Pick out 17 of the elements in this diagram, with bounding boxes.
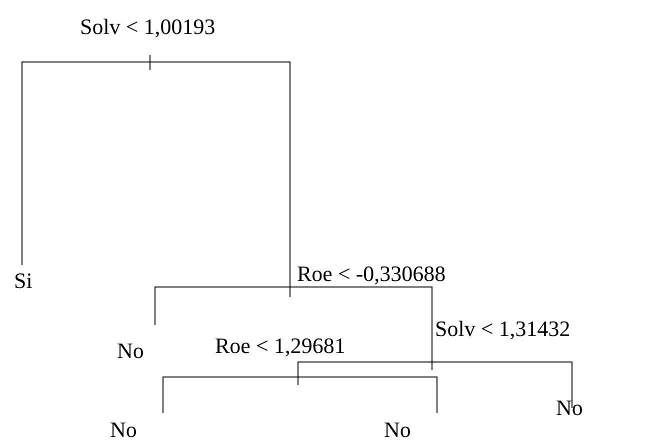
split-condition: Roe < 1,29681 (215, 333, 346, 359)
tree-branch (298, 362, 432, 382)
leaf-class: No (117, 338, 144, 364)
leaf-class: Si (14, 268, 32, 294)
split-condition: Solv < 1,00193 (80, 14, 216, 40)
tree-branch (298, 376, 438, 414)
tree-branch (162, 376, 298, 414)
tree-branch (150, 62, 290, 298)
split-condition: Solv < 1,31432 (435, 316, 570, 342)
leaf-class: No (384, 417, 411, 443)
tree-branch (22, 62, 150, 266)
tree-branch (154, 286, 290, 326)
leaf-class: No (556, 395, 583, 421)
tree-branch (432, 362, 572, 408)
split-condition: Roe < -0,330688 (297, 261, 446, 287)
tree-branch (290, 286, 432, 366)
leaf-class: No (110, 417, 137, 443)
